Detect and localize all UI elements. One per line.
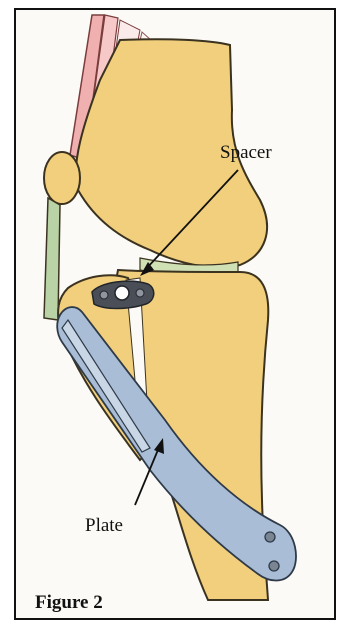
plate-label: Plate xyxy=(85,515,123,537)
plate-screw xyxy=(265,532,275,542)
spacer-label: Spacer xyxy=(220,142,272,164)
plate-screw xyxy=(269,561,279,571)
figure-caption: Figure 2 xyxy=(35,592,103,614)
patellar-ligament xyxy=(44,198,60,320)
spacer-implant xyxy=(92,281,154,308)
patella-bone xyxy=(44,152,80,204)
